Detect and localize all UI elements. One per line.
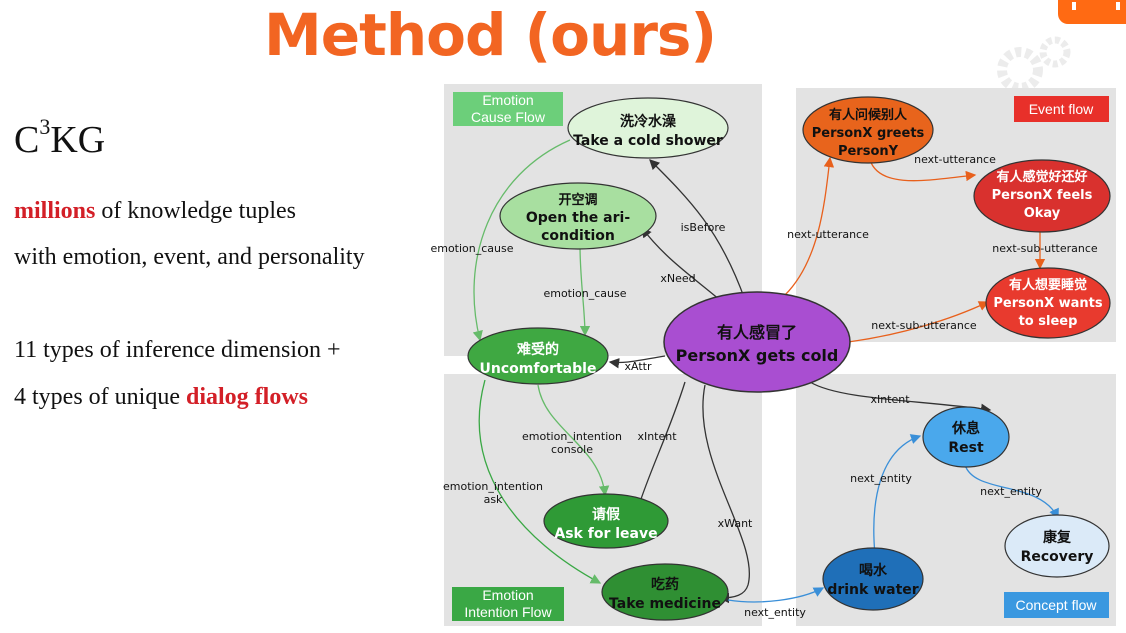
el-xintent-right: xIntent bbox=[870, 393, 910, 406]
el-nsu1: next-sub-utterance bbox=[992, 242, 1098, 255]
edge-next-sub-utterance-2 bbox=[847, 301, 990, 343]
text-line-2: with emotion, event, and personality bbox=[14, 244, 365, 270]
n-feels-en1: PersonX feels bbox=[992, 188, 1093, 203]
el-eic2: console bbox=[551, 443, 593, 456]
n-med-en: Take medicine bbox=[609, 596, 721, 612]
n-med-zh: 吃药 bbox=[651, 576, 679, 593]
n-greets-zh: 有人问候别人 bbox=[829, 107, 908, 123]
node-aircon: 开空调 Open the ari- condition bbox=[499, 182, 657, 250]
kg-name: C3KG bbox=[14, 114, 106, 161]
lbl-event: Event flow bbox=[1029, 101, 1094, 117]
n-rec-zh: 康复 bbox=[1043, 529, 1072, 546]
n-shower-zh: 洗冷水澡 bbox=[620, 113, 677, 130]
node-rest: 休息 Rest bbox=[922, 406, 1010, 468]
edge-xintent-left bbox=[635, 381, 686, 510]
n-sleep-en2: to sleep bbox=[1019, 314, 1078, 329]
node-sleep: 有人想要睡觉 PersonX wants to sleep bbox=[985, 267, 1111, 339]
n-rec-en: Recovery bbox=[1021, 549, 1094, 565]
n-unc-en: Uncomfortable bbox=[480, 361, 597, 377]
edge-labels: isBefore xNeed xAttr xIntent xWant emoti… bbox=[430, 153, 1097, 619]
svg-text:Cause Flow: Cause Flow bbox=[471, 109, 546, 125]
el-ne3: next_entity bbox=[744, 606, 806, 619]
node-leave: 请假 Ask for leave bbox=[543, 493, 669, 549]
el-xattr: xAttr bbox=[625, 360, 652, 373]
n-rest-en: Rest bbox=[948, 440, 984, 456]
node-greets: 有人问候别人 PersonX greets PersonY bbox=[802, 96, 934, 164]
node-medicine: 吃药 Take medicine bbox=[601, 563, 729, 621]
el-ec2: emotion_cause bbox=[543, 287, 626, 300]
n-aircon-en1: Open the ari- bbox=[526, 210, 630, 226]
edge-next-utterance-2 bbox=[869, 159, 977, 182]
n-shower-en: Take a cold shower bbox=[573, 133, 723, 149]
node-center: 有人感冒了 PersonX gets cold bbox=[663, 291, 851, 393]
n-center-zh: 有人感冒了 bbox=[717, 323, 797, 342]
edge-next-entity-1 bbox=[873, 434, 922, 556]
n-sleep-zh: 有人想要睡觉 bbox=[1009, 277, 1087, 293]
label-emotion-intention-flow: Emotion Intention Flow bbox=[452, 587, 564, 621]
svg-text:Emotion: Emotion bbox=[482, 587, 533, 603]
node-shower: 洗冷水澡 Take a cold shower bbox=[567, 97, 729, 159]
label-event-flow: Event flow bbox=[1014, 96, 1109, 122]
n-center-en: PersonX gets cold bbox=[676, 346, 839, 365]
n-leave-zh: 请假 bbox=[592, 506, 621, 523]
edge-emotion-intention-ask bbox=[478, 379, 602, 584]
lbl-concept: Concept flow bbox=[1016, 597, 1098, 613]
el-ne2: next_entity bbox=[980, 485, 1042, 498]
highlight-dialog-flows: dialog flows bbox=[185, 384, 308, 410]
edge-emotion-cause-2 bbox=[579, 244, 591, 337]
edge-next-entity-3 bbox=[727, 587, 825, 603]
brand-logo bbox=[1058, 0, 1126, 24]
el-isbefore: isBefore bbox=[681, 221, 726, 234]
el-eia2: ask bbox=[484, 493, 503, 506]
el-ec1: emotion_cause bbox=[430, 242, 513, 255]
n-aircon-zh: 开空调 bbox=[558, 192, 597, 208]
el-nu2: next-utterance bbox=[914, 153, 996, 166]
n-water-en: drink water bbox=[827, 582, 918, 598]
n-rest-zh: 休息 bbox=[951, 420, 980, 437]
node-feels: 有人感觉好还好 PersonX feels Okay bbox=[973, 159, 1111, 233]
text-line-1: millions of knowledge tuples bbox=[14, 198, 296, 224]
svg-text:Emotion: Emotion bbox=[482, 92, 533, 108]
edge-emotion-cause-1 bbox=[472, 139, 571, 342]
n-water-zh: 喝水 bbox=[859, 562, 888, 579]
node-water: 喝水 drink water bbox=[822, 547, 924, 611]
edge-xattr bbox=[608, 355, 666, 369]
n-sleep-en1: PersonX wants bbox=[993, 296, 1102, 311]
label-concept-flow: Concept flow bbox=[1004, 592, 1109, 618]
n-unc-zh: 难受的 bbox=[516, 341, 559, 358]
el-nu1: next-utterance bbox=[787, 228, 869, 241]
text-line-4: 4 types of unique dialog flows bbox=[14, 384, 308, 410]
el-xintent-left: xIntent bbox=[637, 430, 677, 443]
highlight-millions: millions bbox=[14, 198, 96, 224]
text-line-3: 11 types of inference dimension + bbox=[14, 337, 341, 363]
el-xwant: xWant bbox=[718, 517, 753, 530]
n-aircon-en2: condition bbox=[541, 228, 615, 244]
svg-text:Intention Flow: Intention Flow bbox=[464, 604, 552, 620]
edge-isbefore bbox=[649, 159, 746, 301]
n-greets-en1: PersonX greets bbox=[812, 126, 925, 141]
el-eic1: emotion_intention bbox=[522, 430, 622, 443]
label-emotion-cause-flow: Emotion Cause Flow bbox=[453, 92, 563, 126]
n-feels-zh: 有人感觉好还好 bbox=[996, 169, 1087, 185]
gear-icon bbox=[997, 36, 1071, 93]
slide-title: Method (ours) bbox=[264, 1, 717, 69]
edge-xwant bbox=[702, 384, 750, 604]
edge-emotion-intention-console bbox=[537, 384, 610, 497]
el-nsu2: next-sub-utterance bbox=[871, 319, 977, 332]
n-leave-en: Ask for leave bbox=[554, 526, 657, 542]
node-recovery: 康复 Recovery bbox=[1004, 514, 1110, 578]
n-greets-en2: PersonY bbox=[838, 144, 899, 159]
n-feels-en2: Okay bbox=[1024, 206, 1061, 221]
edge-next-entity-2 bbox=[964, 464, 1059, 520]
el-ne1: next_entity bbox=[850, 472, 912, 485]
node-uncomfortable: 难受的 Uncomfortable bbox=[467, 327, 609, 385]
edge-xneed bbox=[641, 226, 721, 301]
el-eia1: emotion_intention bbox=[443, 480, 543, 493]
el-xneed: xNeed bbox=[660, 272, 695, 285]
edge-next-utterance-1 bbox=[784, 156, 835, 296]
